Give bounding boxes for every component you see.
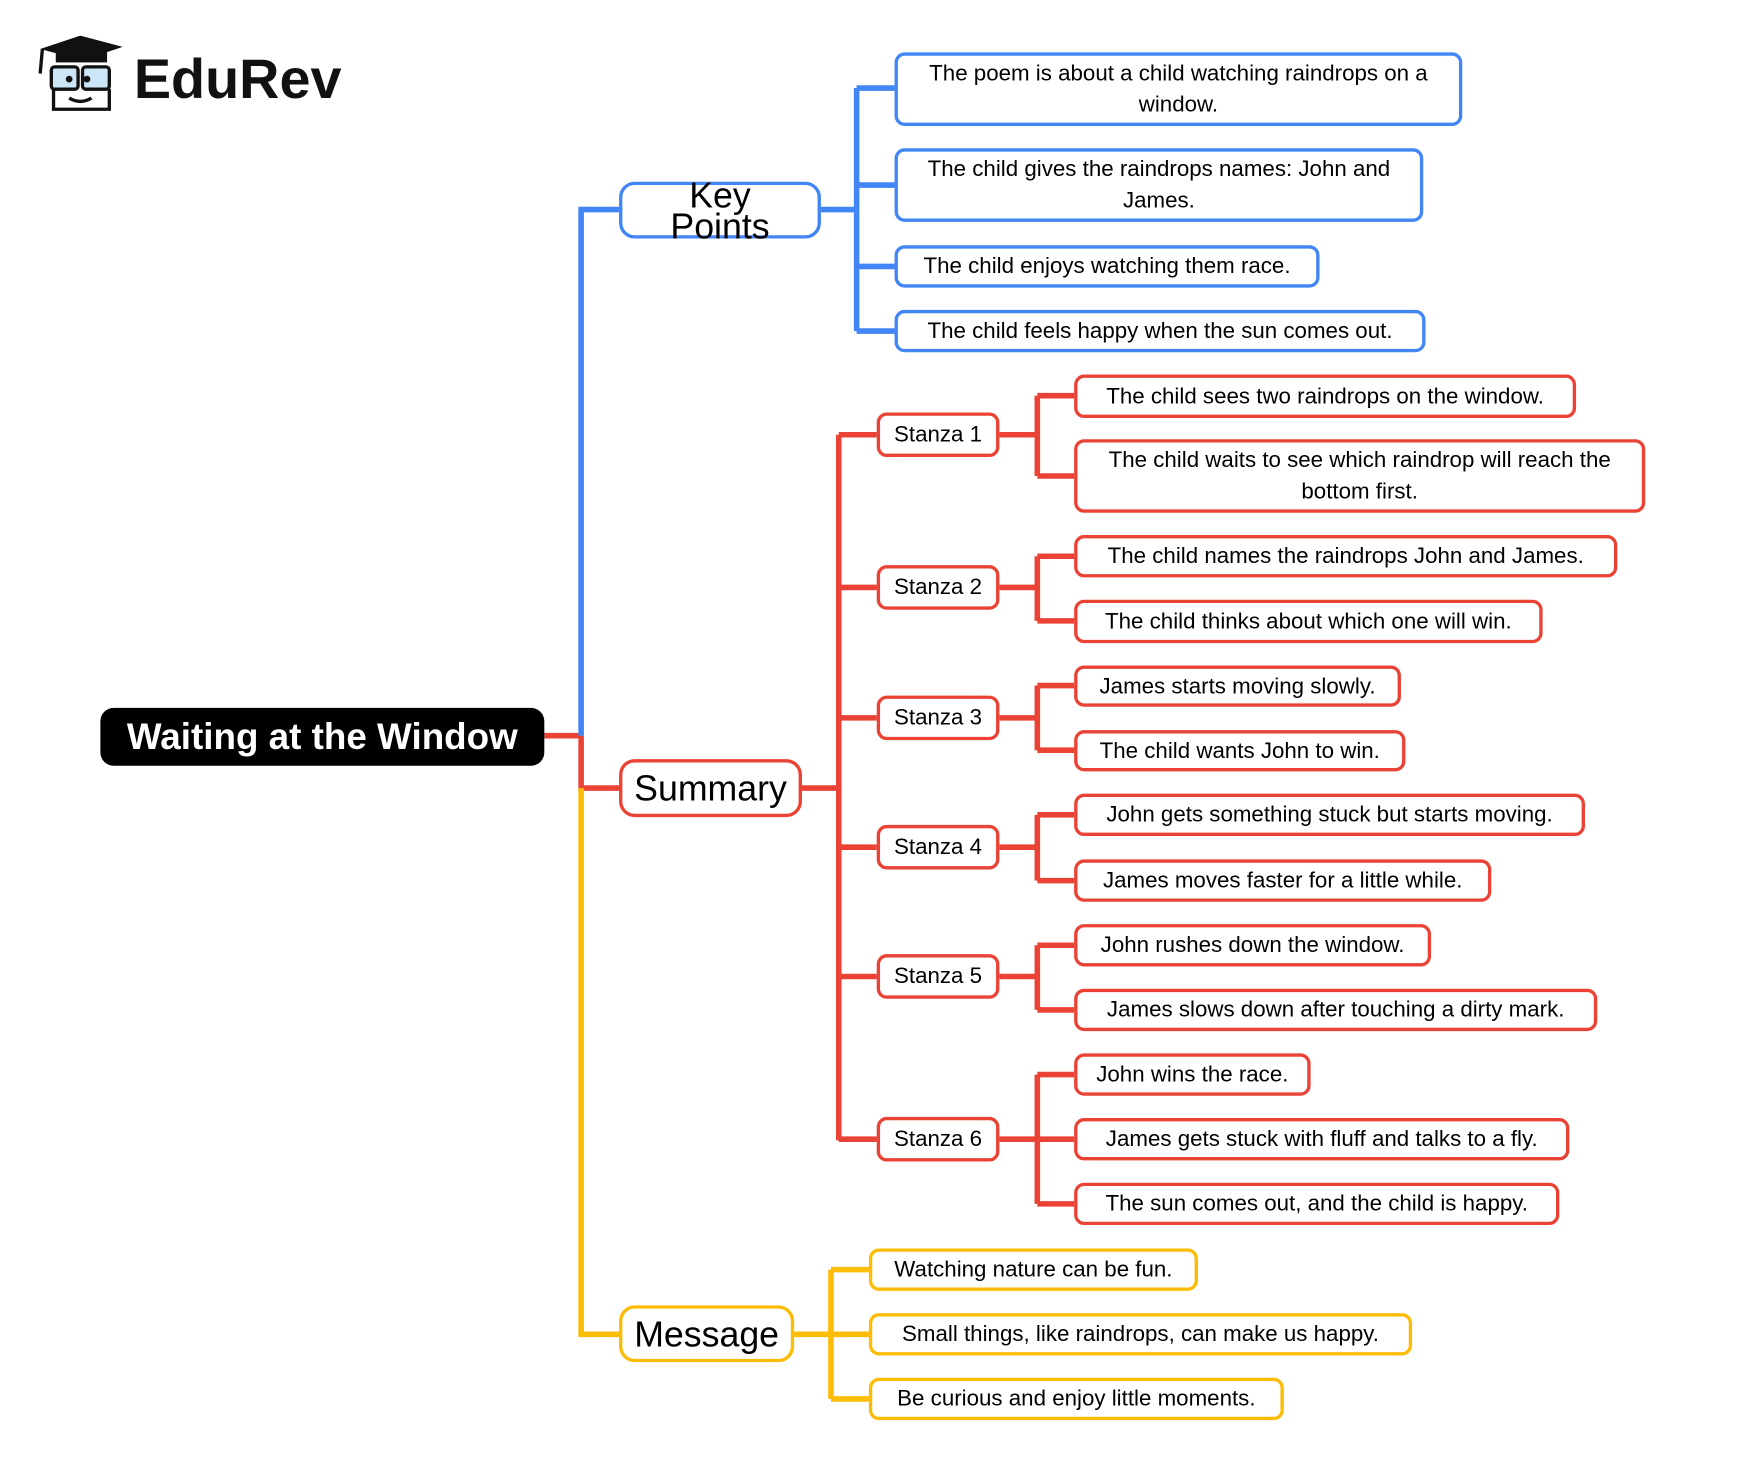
- edurev-logo-icon: [38, 35, 123, 111]
- key-point-item: The child enjoys watching them race.: [894, 245, 1320, 288]
- stanza-node: Stanza 3: [876, 695, 1000, 741]
- stanza-node: Stanza 5: [876, 954, 1000, 999]
- summary-item: The child names the raindrops John and J…: [1074, 535, 1618, 578]
- branch-summary: Summary: [619, 759, 802, 818]
- stanza-node: Stanza 6: [876, 1116, 1000, 1162]
- summary-item: The child sees two raindrops on the wind…: [1074, 374, 1577, 419]
- root-node: Waiting at the Window: [100, 707, 545, 766]
- branch-key-points: Key Points: [619, 177, 821, 244]
- key-point-item: The child feels happy when the sun comes…: [894, 309, 1426, 353]
- summary-item: John gets something stuck but starts mov…: [1074, 793, 1585, 837]
- summary-item: The child waits to see which raindrop wi…: [1074, 439, 1646, 513]
- summary-item: James starts moving slowly.: [1074, 665, 1401, 707]
- message-item: Small things, like raindrops, can make u…: [868, 1313, 1413, 1356]
- summary-item: James moves faster for a little while.: [1074, 859, 1492, 902]
- stanza-node: Stanza 2: [876, 565, 1000, 610]
- key-point-item: The child gives the raindrops names: Joh…: [894, 148, 1424, 222]
- summary-item: The child thinks about which one will wi…: [1074, 599, 1543, 644]
- message-item: Watching nature can be fun.: [868, 1248, 1198, 1291]
- summary-item: James gets stuck with fluff and talks to…: [1074, 1118, 1570, 1161]
- branch-message: Message: [619, 1305, 795, 1363]
- stanza-node: Stanza 1: [876, 412, 1000, 458]
- edurev-logo-text: EduRev: [133, 47, 342, 111]
- stanza-node: Stanza 4: [876, 824, 1000, 870]
- summary-item: The child wants John to win.: [1074, 730, 1406, 772]
- summary-item: John wins the race.: [1074, 1053, 1311, 1096]
- summary-item: John rushes down the window.: [1074, 924, 1432, 967]
- message-item: Be curious and enjoy little moments.: [868, 1377, 1284, 1421]
- summary-item: The sun comes out, and the child is happ…: [1074, 1182, 1560, 1226]
- key-point-item: The poem is about a child watching raind…: [894, 52, 1463, 126]
- summary-item: James slows down after touching a dirty …: [1074, 988, 1598, 1032]
